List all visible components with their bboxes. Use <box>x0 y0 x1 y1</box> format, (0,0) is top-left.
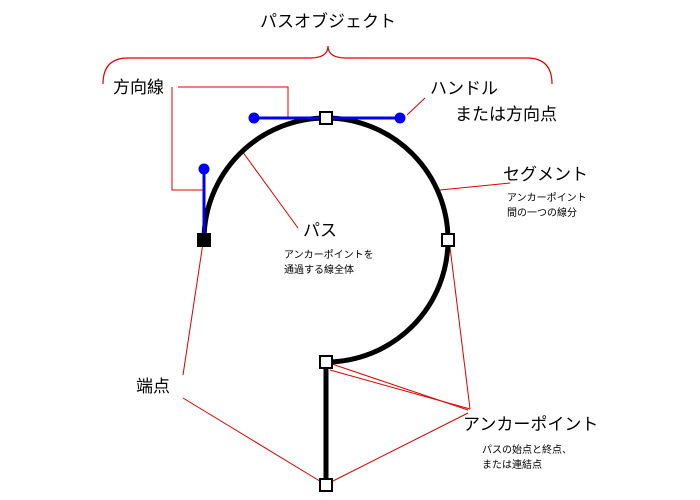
label-anchor-point: アンカーポイント <box>463 415 598 435</box>
path-curve <box>201 115 451 485</box>
handle-top-left <box>248 112 260 124</box>
callout-direction-line-a <box>178 86 289 118</box>
diagram-title: パスオブジェクト <box>260 11 396 32</box>
label-path-desc-2: 通過する線全体 <box>284 263 354 276</box>
label-anchor-desc-2: または連結点 <box>482 458 542 471</box>
callout-anchor-d <box>329 369 471 410</box>
direction-lines <box>202 116 400 240</box>
anchor-point-top <box>319 111 333 125</box>
label-handle-sub: または方向点 <box>455 105 557 125</box>
anchor-point-right <box>441 233 455 247</box>
anchor-point-middle <box>319 355 333 369</box>
handle-top-right <box>394 112 406 124</box>
label-endpoint: 端点 <box>136 377 170 397</box>
label-handle: ハンドル <box>430 79 498 99</box>
title-brace <box>102 45 553 85</box>
callout-endpoint-bottom <box>182 397 324 484</box>
callout-handle <box>406 97 426 116</box>
label-anchor-desc-1: パスの始点と終点、 <box>482 443 572 456</box>
callout-endpoint <box>182 242 204 376</box>
anchor-point-endpoint-selected <box>197 233 211 247</box>
label-direction-line: 方向線 <box>113 78 164 98</box>
label-segment: セグメント <box>503 165 588 185</box>
callout-direction-line-b <box>171 87 204 191</box>
callout-segment <box>439 182 511 191</box>
handle-left <box>198 163 210 175</box>
callout-lines <box>171 86 511 484</box>
anchor-point-bottom <box>319 478 333 492</box>
label-path: パス <box>303 221 337 241</box>
label-path-desc-1: アンカーポイントを <box>284 249 374 261</box>
callout-path <box>241 150 299 229</box>
label-segment-desc-2: 間の一つの線分 <box>507 206 577 219</box>
callout-anchor-c <box>448 238 471 410</box>
callout-anchor-b <box>328 412 469 484</box>
label-segment-desc-1: アンカーポイント <box>507 192 587 204</box>
